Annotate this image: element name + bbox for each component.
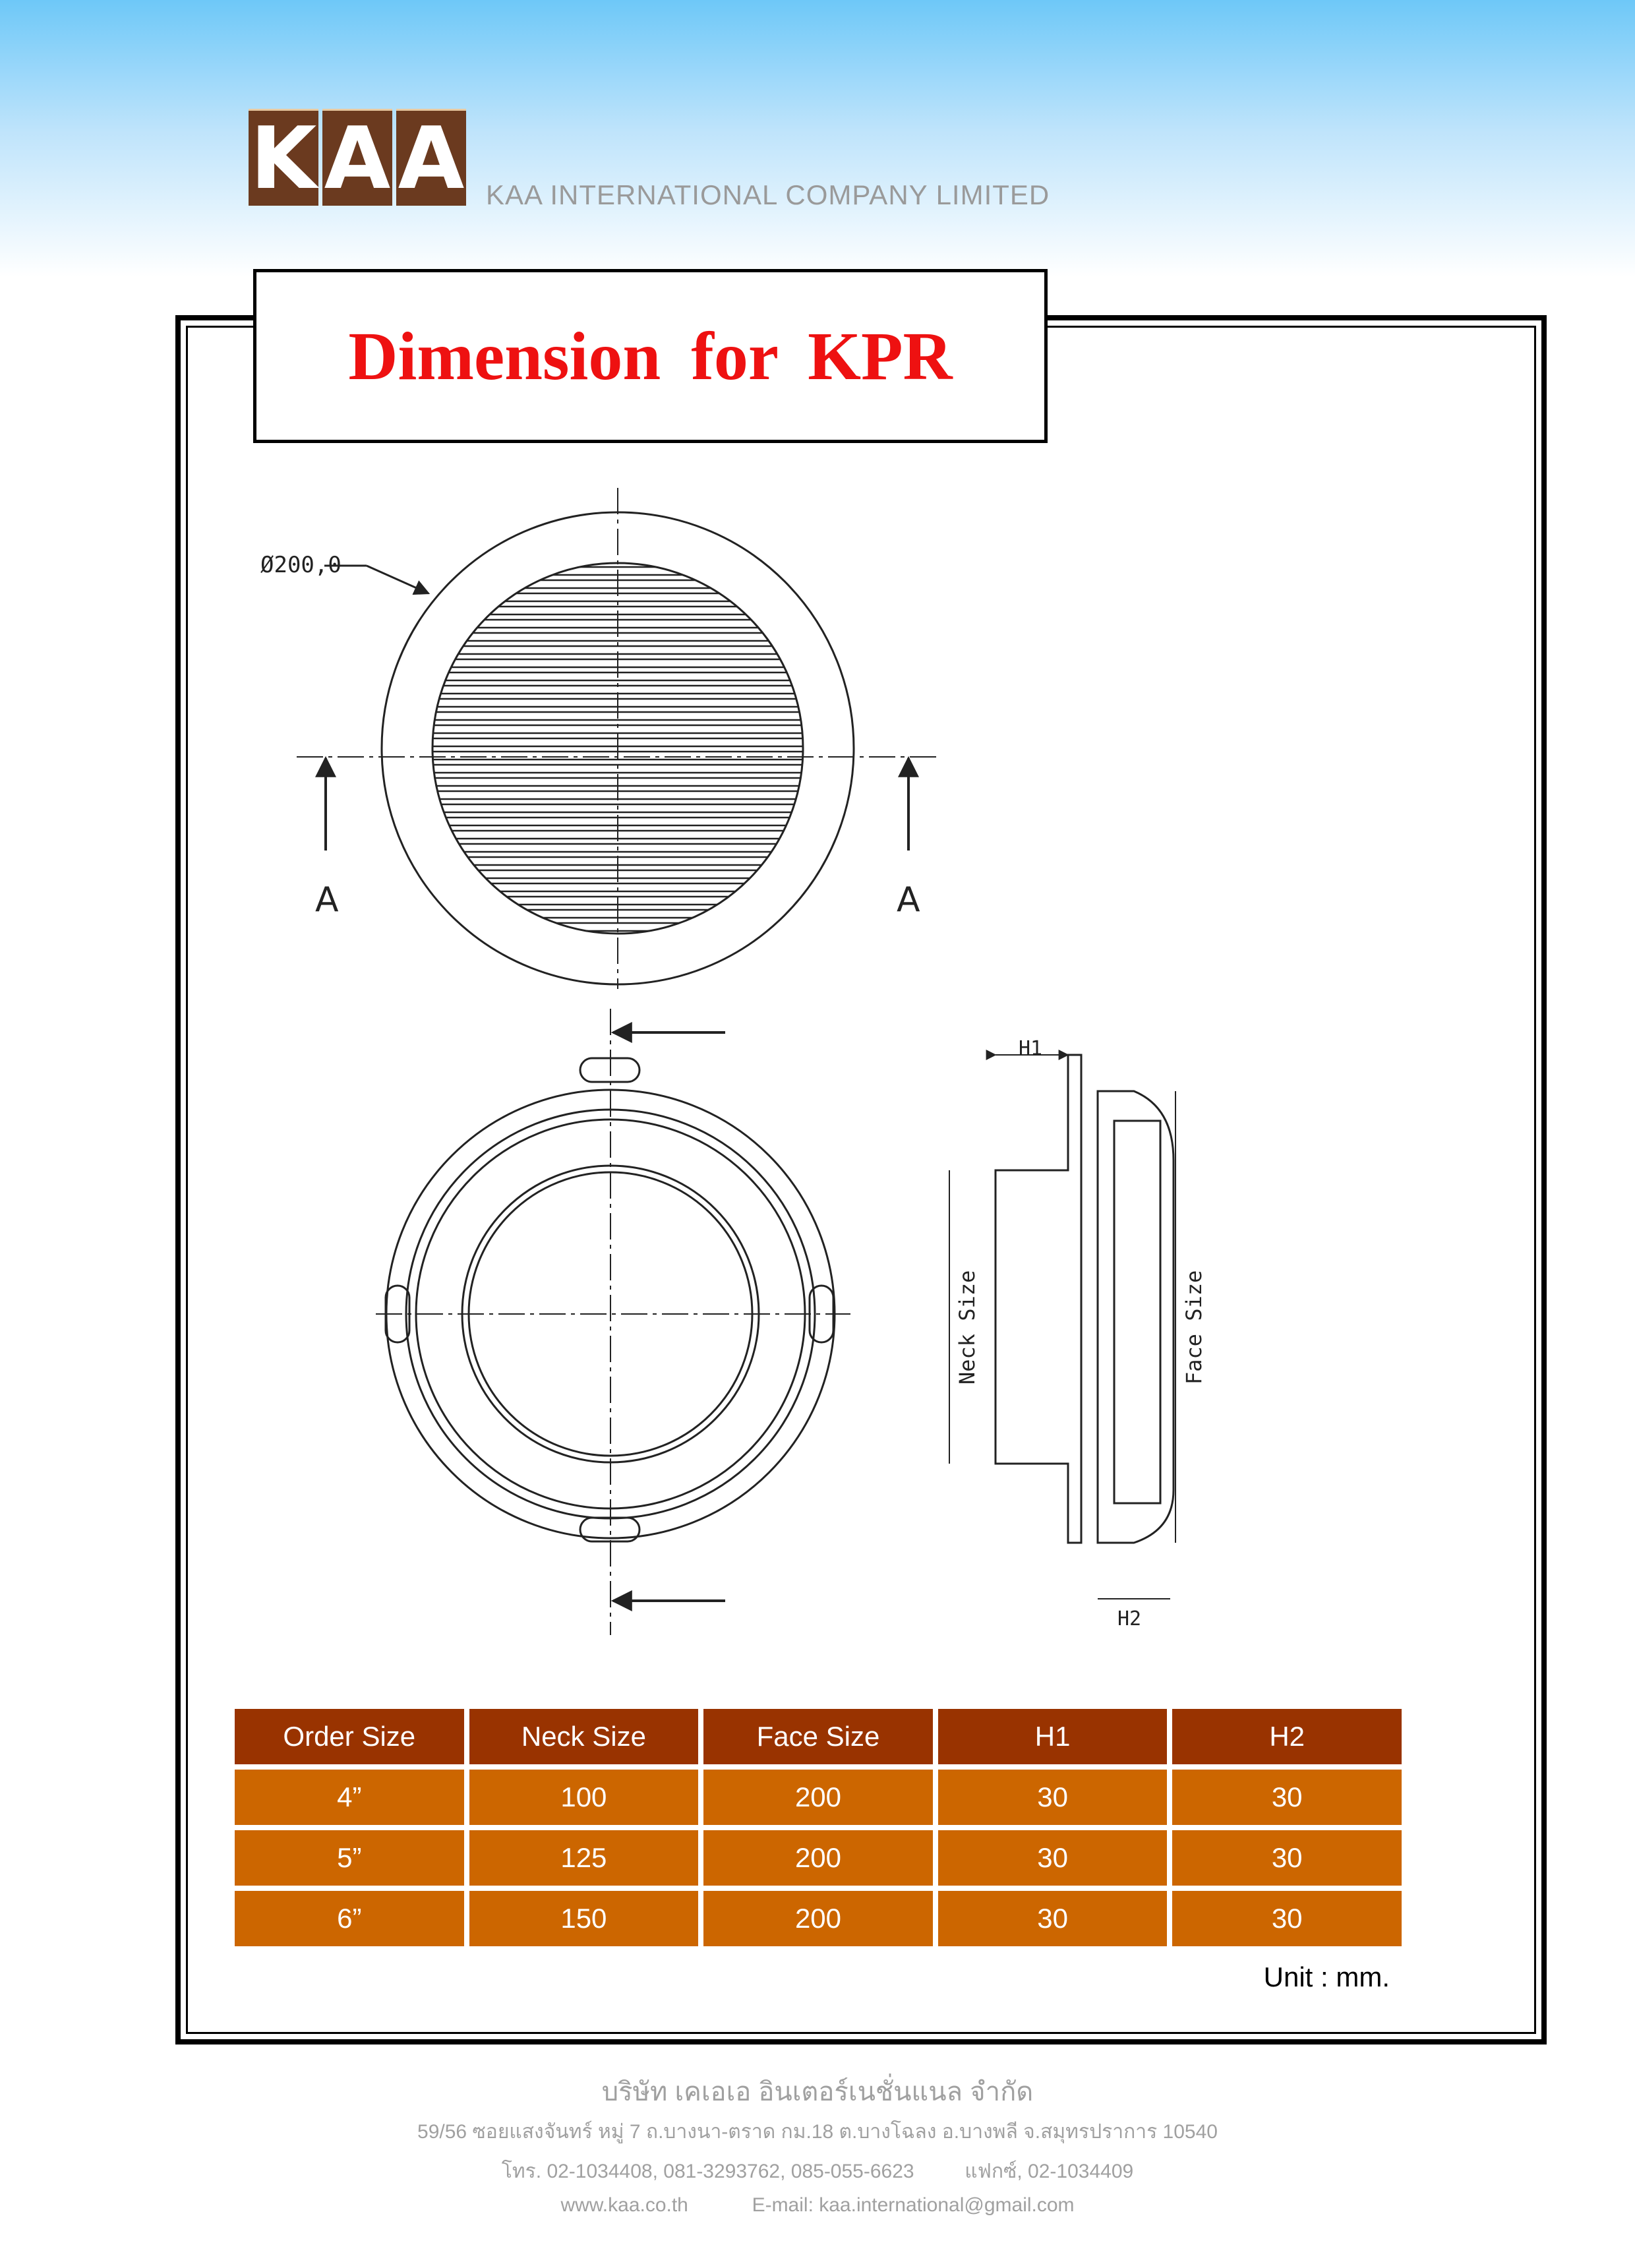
table-cell: 30 [1172, 1830, 1402, 1886]
grille-slat [432, 632, 803, 642]
company-name: KAA INTERNATIONAL COMPANY LIMITED [486, 179, 1050, 210]
grille-slat [432, 750, 803, 761]
footer-address: 59/56 ซอยแสงจันทร์ หมู่ 7 ถ.บางนา-ตราด ก… [417, 2121, 1218, 2143]
grille-slat [432, 737, 803, 748]
table-cell: 30 [1172, 1891, 1402, 1946]
back-view [376, 1009, 850, 1635]
grille-slat [432, 843, 803, 853]
table-cell: 200 [703, 1891, 933, 1946]
grille-slat [432, 869, 803, 880]
grille-slat [432, 684, 803, 695]
table-header: Neck Size [469, 1709, 699, 1764]
grille-slat [432, 777, 803, 787]
table-header: H1 [937, 1709, 1168, 1764]
table-cell: 200 [703, 1830, 933, 1886]
side-view: H1 H2 Neck Size Face Size [949, 1037, 1206, 1630]
grille-slat [432, 790, 803, 800]
table-cell: 30 [937, 1891, 1168, 1946]
grille-slat [432, 658, 803, 669]
table-cell: 100 [469, 1770, 699, 1825]
grille-slat [432, 882, 803, 893]
logo-letter: K [249, 108, 318, 208]
table-cell: 30 [1172, 1770, 1402, 1825]
h2-label: H2 [1117, 1607, 1141, 1630]
diameter-label: Ø200,0 [260, 552, 342, 578]
grille-slat [432, 579, 803, 589]
kaa-logo: K A A [249, 108, 466, 208]
grille-slat [432, 618, 803, 629]
footer-contact: โทร. 02-1034408, 081-3293762, 085-055-66… [0, 2156, 1635, 2187]
email-link[interactable]: E-mail: kaa.international@gmail.com [752, 2194, 1075, 2216]
page-title: Dimension for KPR [348, 318, 953, 394]
unit-label: Unit : mm. [1263, 1961, 1390, 1992]
grille-slat [432, 605, 803, 616]
table-cell: 30 [937, 1770, 1168, 1825]
grille-slat [432, 698, 803, 708]
grille-slat [432, 909, 803, 919]
grille-slat [432, 922, 803, 932]
face-size-label: Face Size [1181, 1270, 1206, 1385]
table-cell: 4” [235, 1770, 464, 1825]
grille-slat [432, 592, 803, 603]
title-box: Dimension for KPR [253, 269, 1048, 443]
footer-fax: แฟกซ์, 02-1034409 [965, 2161, 1134, 2182]
table-cell: 125 [469, 1830, 699, 1886]
grille-slat [432, 803, 803, 814]
dimension-table: Order Size Neck Size Face Size H1 H2 4” … [235, 1709, 1402, 1946]
grille-slat [432, 711, 803, 721]
neck-size-label: Neck Size [955, 1270, 980, 1385]
table-cell: 200 [703, 1770, 933, 1825]
table-header: Face Size [703, 1709, 933, 1764]
logo-letter: A [322, 108, 392, 208]
table-cell: 5” [235, 1830, 464, 1886]
grille-slat [432, 566, 803, 576]
table-cell: 150 [469, 1891, 699, 1946]
table-header: H2 [1172, 1709, 1402, 1764]
logo-letter: A [396, 108, 466, 208]
grille-slat [432, 724, 803, 734]
grille-slat [432, 829, 803, 840]
footer-company-thai: บริษัท เคเอเอ อินเตอร์เนชั่นแนล จำกัด [601, 2077, 1034, 2106]
grille-slat [432, 671, 803, 682]
table-header: Order Size [235, 1709, 464, 1764]
section-mark-left: A [315, 880, 339, 920]
footer-web: www.kaa.co.th E-mail: kaa.international@… [0, 2194, 1635, 2217]
table-cell: 6” [235, 1891, 464, 1946]
grille-slat [432, 645, 803, 655]
section-mark-right: A [897, 880, 920, 920]
website-link[interactable]: www.kaa.co.th [560, 2194, 688, 2216]
grille-slat [432, 856, 803, 866]
front-view: /* placeholder */ Ø200,0 A A [260, 488, 936, 989]
footer-phone: โทร. 02-1034408, 081-3293762, 085-055-66… [501, 2161, 914, 2182]
grille-slat [432, 763, 803, 774]
table-cell: 30 [937, 1830, 1168, 1886]
h1-label: H1 [1019, 1037, 1042, 1060]
grille-slat [432, 895, 803, 906]
grille-slat [432, 816, 803, 827]
